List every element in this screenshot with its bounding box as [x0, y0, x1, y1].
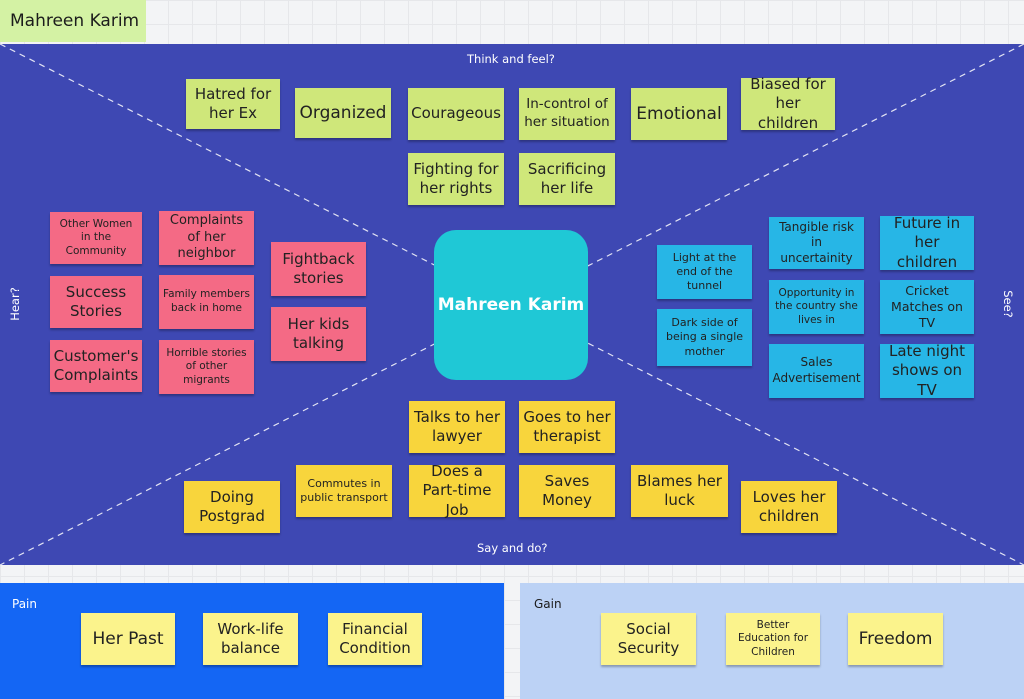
pain-note[interactable]: Her Past: [81, 613, 175, 665]
think-note[interactable]: Fighting for her rights: [408, 153, 504, 205]
say-do-note[interactable]: Commutes in public transport: [296, 465, 392, 517]
see-note[interactable]: Light at the end of the tunnel: [657, 245, 752, 299]
think-feel-label: Think and feel?: [467, 52, 555, 66]
pain-note[interactable]: Financial Condition: [328, 613, 422, 665]
say-do-note[interactable]: Loves her children: [741, 481, 837, 533]
gain-note[interactable]: Freedom: [848, 613, 943, 665]
say-do-note[interactable]: Talks to her lawyer: [409, 401, 505, 453]
see-label: See?: [1000, 290, 1015, 318]
think-note[interactable]: Emotional: [631, 88, 727, 140]
see-note[interactable]: Sales Advertisement: [769, 344, 864, 398]
see-note[interactable]: Tangible risk in uncertainity: [769, 217, 864, 269]
see-note[interactable]: Opportunity in the country she lives in: [769, 280, 864, 334]
say-do-note[interactable]: Doing Postgrad: [184, 481, 280, 533]
say-do-note[interactable]: Saves Money: [519, 465, 615, 517]
see-note[interactable]: Future in her children: [880, 214, 974, 271]
gain-note[interactable]: Social Security: [601, 613, 696, 665]
say-do-note[interactable]: Blames her luck: [631, 465, 728, 517]
gain-panel: Gain Social Security Better Education fo…: [520, 583, 1024, 699]
pain-note[interactable]: Work-life balance: [203, 613, 298, 665]
think-note[interactable]: Courageous: [408, 88, 504, 140]
hear-note[interactable]: Her kids talking: [271, 307, 366, 361]
hear-note[interactable]: Success Stories: [50, 276, 142, 328]
gain-title: Gain: [534, 597, 562, 611]
persona-center[interactable]: Mahreen Karim: [434, 230, 588, 380]
say-do-label: Say and do?: [477, 541, 548, 555]
gain-note[interactable]: Better Education for Children: [726, 613, 820, 665]
pain-panel: Pain Her Past Work-life balance Financia…: [0, 583, 504, 699]
board-title[interactable]: Mahreen Karim: [0, 0, 146, 42]
hear-note[interactable]: Customer's Complaints: [50, 340, 142, 392]
think-note[interactable]: Sacrificing her life: [519, 153, 615, 205]
think-note[interactable]: Biased for her children: [741, 75, 835, 132]
see-note[interactable]: Dark side of being a single mother: [657, 309, 752, 366]
say-do-note[interactable]: Goes to her therapist: [519, 401, 615, 453]
hear-note[interactable]: Family members back in home: [159, 275, 254, 329]
say-do-note[interactable]: Does a Part-time Job: [409, 462, 505, 519]
hear-note[interactable]: Other Women in the Community: [50, 212, 142, 264]
hear-note[interactable]: Complaints of her neighbor: [159, 211, 254, 265]
think-note[interactable]: Organized: [295, 88, 391, 138]
think-note[interactable]: Hatred for her Ex: [186, 79, 280, 129]
see-note[interactable]: Cricket Matches on TV: [880, 280, 974, 334]
empathy-map-board: Think and feel? Say and do? Hear? See? M…: [0, 44, 1024, 565]
pain-title: Pain: [12, 597, 37, 611]
see-note[interactable]: Late night shows on TV: [880, 342, 974, 399]
hear-note[interactable]: Horrible stories of other migrants: [159, 340, 254, 394]
hear-note[interactable]: Fightback stories: [271, 242, 366, 296]
think-note[interactable]: In-control of her situation: [519, 88, 615, 140]
hear-label: Hear?: [7, 287, 22, 321]
